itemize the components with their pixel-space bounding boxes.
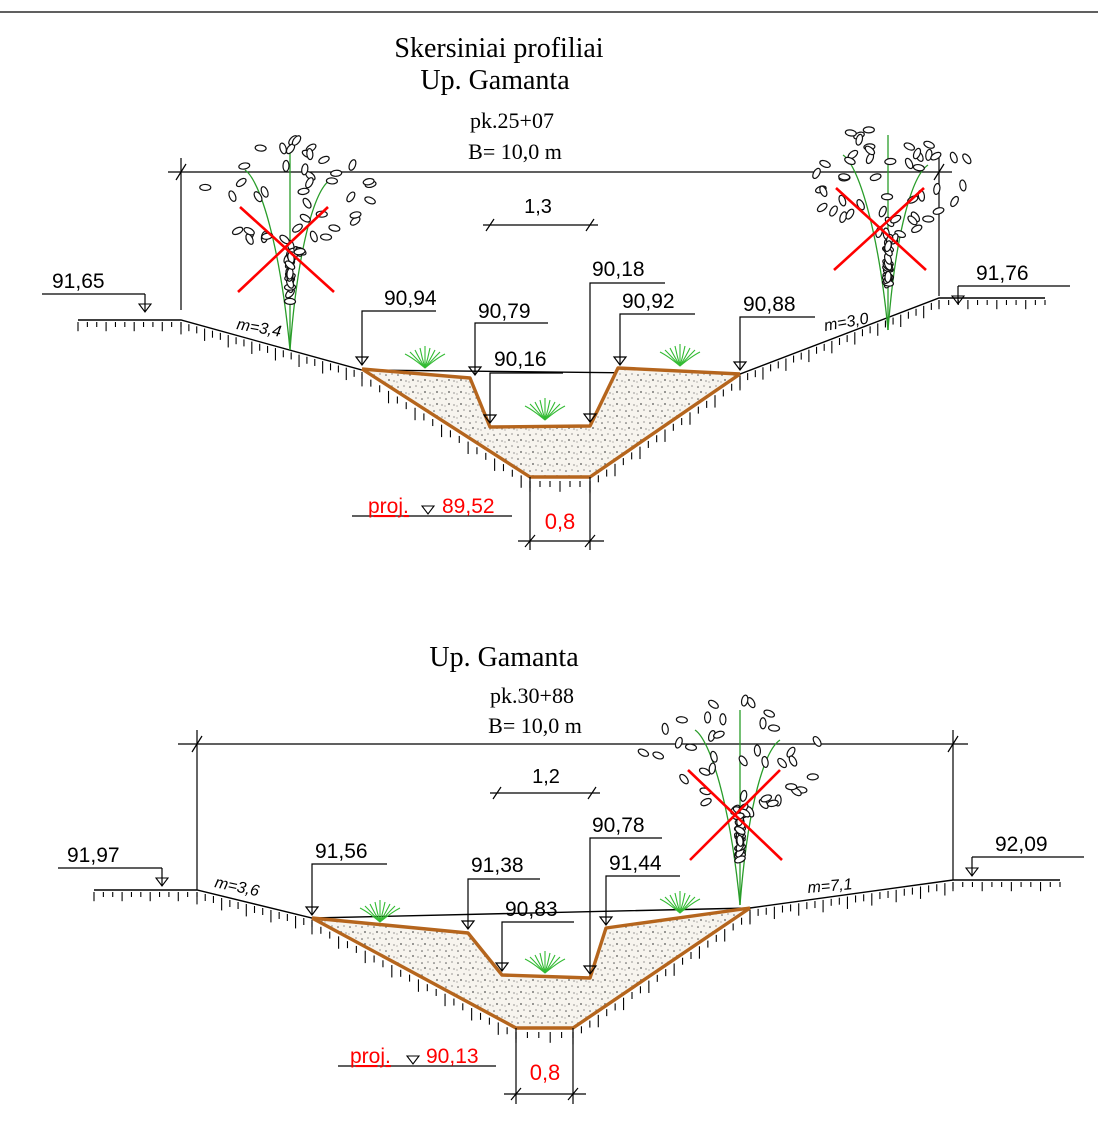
profile-1-width: B= 10,0 m — [468, 139, 562, 164]
profile-2-existing-channel — [311, 906, 751, 980]
profile-1-design-channel — [361, 367, 741, 479]
profile-1-river: Up. Gamanta — [420, 65, 570, 96]
profile-1-level-markers — [354, 282, 815, 424]
profile-2-removal-mark-icon — [687, 769, 783, 861]
profile-1-station: pk.25+07 — [470, 108, 554, 133]
profile-1-left-ground: 91,65 — [52, 270, 105, 293]
drawing-title: Skersiniai profiliai — [394, 33, 603, 64]
profile-1-level-4: 90,18 — [592, 258, 645, 281]
profile-1-proj-level: 89,52 — [442, 495, 495, 518]
profile-2-design-channel — [311, 906, 751, 1030]
profile-2-station: pk.30+88 — [490, 683, 574, 708]
profile-2-gravel-fill — [312, 908, 750, 1028]
profile-1-right-ground: 91,76 — [976, 262, 1029, 285]
profile-1-level-1: 90,94 — [384, 287, 437, 310]
profile-2-proj-level: 90,13 — [426, 1045, 479, 1068]
profile-2-level-markers — [304, 837, 680, 975]
profile-2-grass-icon — [359, 891, 701, 974]
profile-1: Skersiniai profiliai Up. Gamanta pk.25+0… — [42, 33, 1070, 550]
profile-2-right-ground: 92,09 — [995, 833, 1048, 856]
profile-1-level-3: 90,16 — [494, 348, 547, 371]
profile-1-tree-right-icon — [812, 126, 972, 331]
profile-1-removal-mark-left-icon — [237, 206, 335, 293]
profile-2-level-4: 90,78 — [592, 814, 645, 837]
profile-2-width: B= 10,0 m — [488, 713, 582, 738]
profile-1-level-5: 90,92 — [622, 290, 675, 313]
profile-2-level-2: 91,38 — [471, 854, 524, 877]
profile-1-ground-line — [78, 297, 1045, 375]
profile-2-tree-icon — [637, 694, 822, 906]
profile-1-bottom-width: 1,3 — [524, 196, 552, 218]
profile-1-removal-mark-right-icon — [833, 187, 927, 271]
profile-1-tree-left-icon — [199, 135, 377, 351]
profile-2-right-slope: m=7,1 — [807, 876, 853, 897]
profile-2: Up. Gamanta pk.30+88 B= 10,0 m 1,2 91,97… — [58, 642, 1084, 1104]
profile-2-left-ground: 91,97 — [67, 844, 120, 867]
profile-2-proj-label: proj. — [350, 1045, 391, 1068]
profile-1-proj-bottom: 0,8 — [545, 509, 576, 534]
profile-1-level-6: 90,88 — [743, 293, 796, 316]
profile-2-river: Up. Gamanta — [429, 642, 579, 673]
profile-1-gravel-fill — [362, 368, 740, 477]
profile-2-bottom-width: 1,2 — [532, 766, 560, 788]
profile-2-proj-bottom: 0,8 — [530, 1060, 561, 1085]
profile-2-level-1: 91,56 — [315, 840, 368, 863]
profile-2-level-3: 90,83 — [505, 898, 558, 921]
profile-1-proj-label: proj. — [368, 495, 409, 518]
profile-2-level-5: 91,44 — [609, 852, 662, 875]
profile-1-level-2: 90,79 — [478, 300, 531, 323]
profile-2-ground-line — [94, 879, 1060, 919]
profile-1-existing-channel — [361, 366, 741, 429]
profile-1-grass-icon — [404, 344, 701, 421]
